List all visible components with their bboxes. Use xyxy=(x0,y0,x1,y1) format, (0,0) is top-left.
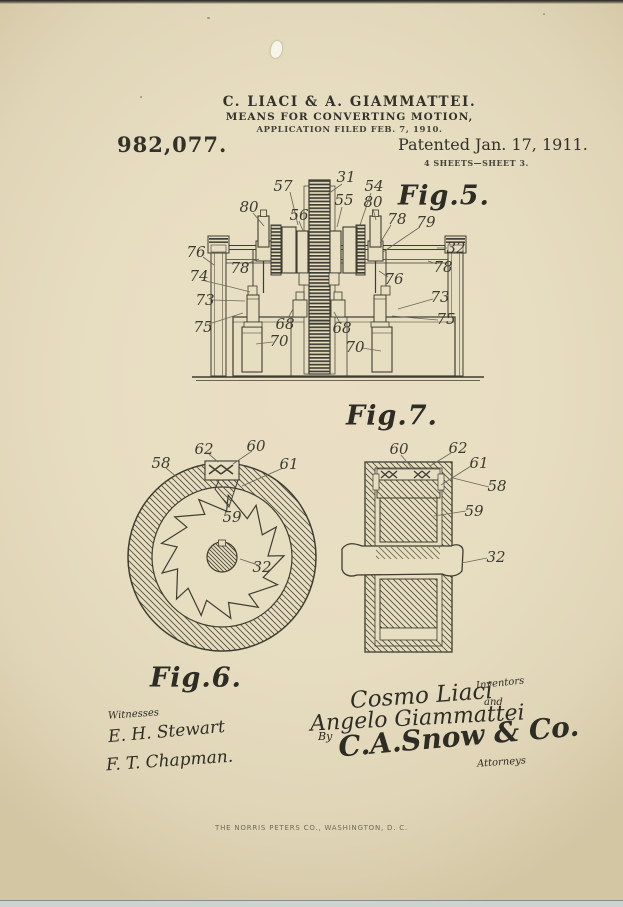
fig6-drawing xyxy=(127,460,317,652)
scan-edge-bottom xyxy=(0,900,623,907)
fig7-ref-61: 61 xyxy=(469,454,489,472)
fig6-ref-58: 58 xyxy=(151,454,171,472)
fig6-ref-60: 60 xyxy=(246,437,266,455)
fig5-ref-76-right: 76 xyxy=(384,270,404,288)
fig7-drawing xyxy=(341,461,464,653)
fig7-ref-62: 62 xyxy=(448,439,468,457)
fig7-ref-59: 59 xyxy=(464,502,484,520)
printer-line: THE NORRIS PETERS CO., WASHINGTON, D. C. xyxy=(215,824,408,832)
leader-lines xyxy=(165,183,490,566)
fig5-ref-76-left: 76 xyxy=(186,243,206,261)
paper-speck xyxy=(140,96,142,98)
fig5-ref-75-right: 75 xyxy=(436,310,456,328)
fig5-ref-68-left: 68 xyxy=(275,315,295,333)
by-label: By xyxy=(318,730,333,743)
fig7-ref-60: 60 xyxy=(389,440,409,458)
patented-date: Patented Jan. 17, 1911. xyxy=(398,135,588,154)
fig5-ref-74: 74 xyxy=(189,267,209,285)
fig5-ref-57: 57 xyxy=(273,177,293,195)
fig5-ref-70-left: 70 xyxy=(269,332,289,350)
fig5-ref-68-right: 68 xyxy=(332,319,352,337)
scan-edge-top xyxy=(0,0,623,4)
inventor-joiner: and xyxy=(484,697,503,708)
fig5-ref-55: 55 xyxy=(334,191,354,209)
fig5-ref-32: 32 xyxy=(446,239,466,257)
fig5-ref-73-left: 73 xyxy=(195,291,215,309)
fig7-ref-58: 58 xyxy=(487,477,507,495)
fig6-ref-61: 61 xyxy=(279,455,299,473)
sheet-info: 4 SHEETS—SHEET 3. xyxy=(424,158,529,168)
fig5-ref-73-right: 73 xyxy=(430,288,450,306)
fig7-label: Fig.7. xyxy=(346,400,438,432)
fig5-ref-54: 54 xyxy=(364,177,384,195)
fig6-ref-32: 32 xyxy=(252,558,272,576)
fig5-ref-79: 79 xyxy=(416,213,436,231)
fig6-label: Fig.6. xyxy=(150,662,242,694)
fig5-label: Fig.5. xyxy=(398,180,490,212)
patent-number: 982,077. xyxy=(117,132,228,157)
fig5-ref-70-right: 70 xyxy=(345,338,365,356)
fig5-ref-31: 31 xyxy=(336,168,356,186)
fig7-ref-32: 32 xyxy=(486,548,506,566)
fig5-ref-78-left: 78 xyxy=(230,259,250,277)
paper-speck xyxy=(543,13,545,15)
fig6-ref-59: 59 xyxy=(222,508,242,526)
fig5-ref-78-upper-right: 78 xyxy=(387,210,407,228)
fig5-ref-56: 56 xyxy=(289,206,309,224)
header-title-line: MEANS FOR CONVERTING MOTION, xyxy=(225,111,474,123)
fig5-ref-80-right: 80 xyxy=(363,193,383,211)
fig5-ref-78-right: 78 xyxy=(433,258,453,276)
fig6-ref-62: 62 xyxy=(194,440,214,458)
paper-speck xyxy=(207,17,210,19)
fig5-ref-80-left: 80 xyxy=(239,198,259,216)
fig5-drawing xyxy=(192,179,484,381)
header-application-line: APPLICATION FILED FEB. 7, 1910. xyxy=(256,125,443,135)
fig5-ref-75-left: 75 xyxy=(193,318,213,336)
header-inventors-line: C. LIACI & A. GIAMMATTEI. xyxy=(222,94,477,110)
